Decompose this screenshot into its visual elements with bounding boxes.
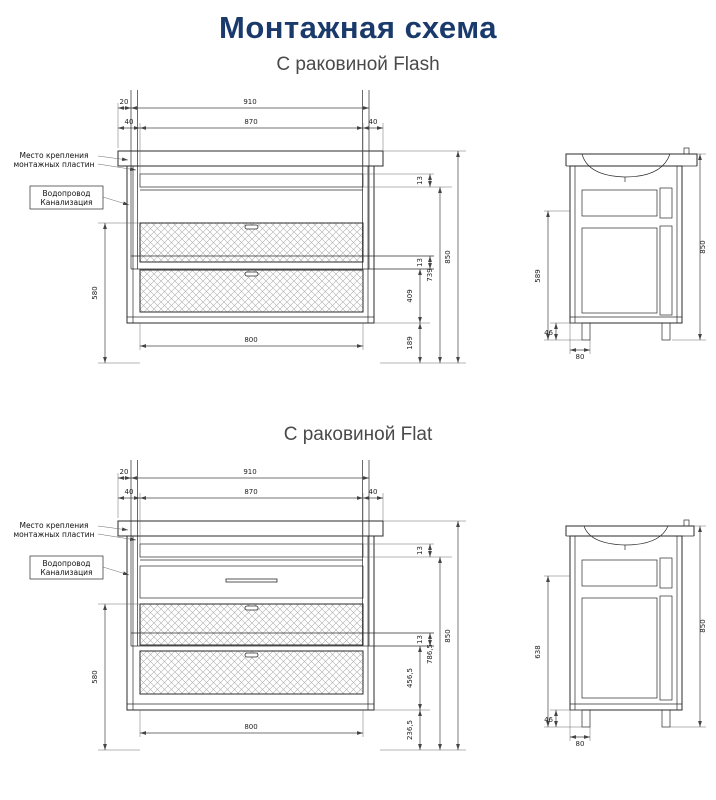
dim-side-inner-height: 589	[534, 269, 542, 282]
countertop	[117, 150, 384, 167]
dim-body-width: 870	[244, 488, 257, 496]
dim-leg-inset: 80	[576, 740, 585, 748]
dim-left-margin: 40	[125, 118, 134, 126]
drawer-1-handle	[244, 224, 259, 230]
sewerage-label: Канализация	[40, 198, 92, 207]
dim-leg-inset: 80	[576, 353, 585, 361]
dim-pipe-gap: 13	[416, 635, 424, 644]
drawer-0-handle	[225, 578, 278, 583]
leg-front	[661, 322, 671, 341]
mounting-label-line1: Место крепления	[19, 151, 88, 160]
leg-back	[581, 322, 591, 341]
flash-annotations: Место крепления монтажных пластин Водопр…	[13, 151, 137, 210]
dim-side-total-height: 850	[699, 619, 707, 632]
leg-back	[581, 709, 591, 728]
dim-inner-height: 739	[426, 268, 434, 281]
drawer-0	[139, 565, 364, 599]
dim-floor-offset: 236,5	[406, 720, 414, 740]
drawer-2	[139, 650, 364, 695]
flash-front-view: 20 910 40 870 40 13 13 409 189 739 850 5…	[13, 90, 466, 364]
flat-section-title: С раковиной Flat	[283, 424, 433, 445]
cabinet-body	[126, 165, 375, 324]
drawer-1	[139, 222, 364, 263]
dim-top-gap: 13	[416, 176, 424, 185]
utilities-label-box	[29, 555, 104, 580]
top-rail	[139, 173, 364, 188]
flash-side-view: 850 589 46 80	[534, 147, 707, 361]
side-lower-drawer	[581, 597, 658, 699]
side-lower-drawer-front	[659, 595, 673, 701]
flash-side-dimensions: 850 589 46 80	[534, 154, 707, 361]
side-lower-drawer	[581, 227, 658, 314]
sink-profile	[565, 153, 698, 166]
dim-leg-height: 46	[544, 716, 553, 724]
mounting-plates-and-pipes	[130, 90, 434, 270]
dim-drawer-width: 800	[244, 723, 257, 731]
dim-plate-offset: 20	[120, 468, 129, 476]
dim-total-height: 850	[444, 629, 452, 642]
dim-body-width: 870	[244, 118, 257, 126]
dim-side-total-height: 850	[699, 240, 707, 253]
flash-section-title: С раковиной Flash	[276, 54, 440, 75]
dim-side-inner-height: 638	[534, 645, 542, 658]
dim-pipe-gap: 13	[416, 258, 424, 267]
side-upper-drawer	[581, 559, 658, 587]
flat-side-view: 850 638 46 80	[534, 519, 707, 748]
mounting-plates-and-pipes	[130, 460, 434, 647]
sink-profile	[565, 525, 695, 536]
top-rail	[139, 543, 364, 558]
dim-pipe-height: 456,5	[406, 668, 414, 688]
flat-side-dimensions: 850 638 46 80	[534, 526, 707, 748]
drawer-1	[139, 603, 364, 646]
dim-service-height: 580	[91, 286, 99, 299]
flat-front-dimensions: 20 910 40 870 40 13 13 456,5 236,5 786,5…	[91, 468, 460, 750]
water-supply-label: Водопровод	[43, 189, 91, 198]
dim-plate-width: 910	[243, 98, 256, 106]
side-lower-drawer-front	[659, 225, 673, 316]
dim-leg-height: 46	[544, 329, 553, 337]
side-upper-drawer-front	[659, 557, 673, 589]
dim-floor-offset: 189	[406, 336, 414, 349]
dim-service-height: 580	[91, 670, 99, 683]
cabinet-body	[126, 535, 375, 711]
flat-annotations: Место крепления монтажных пластин Водопр…	[13, 521, 137, 580]
countertop	[117, 520, 384, 537]
page-title: Монтажная схема	[219, 10, 497, 45]
flash-front-dimensions: 20 910 40 870 40 13 13 409 189 739 850 5…	[91, 98, 460, 363]
mounting-label-line2: монтажных пластин	[13, 160, 94, 169]
side-cabinet-body	[569, 165, 683, 324]
side-cabinet-body	[569, 535, 683, 711]
dim-plate-offset: 20	[120, 98, 129, 106]
drawer-2	[139, 269, 364, 313]
flat-drawing: 20 910 40 870 40 13 13 456,5 236,5 786,5…	[13, 460, 707, 751]
faucet	[683, 519, 690, 527]
side-upper-drawer-front	[659, 187, 673, 219]
flash-drawing: 20 910 40 870 40 13 13 409 189 739 850 5…	[13, 90, 707, 364]
mounting-label-line1: Место крепления	[19, 521, 88, 530]
dim-inner-height: 786,5	[426, 644, 434, 664]
drawer-1-handle	[244, 605, 259, 611]
leg-front	[661, 709, 671, 728]
water-supply-label: Водопровод	[43, 559, 91, 568]
dim-right-margin: 40	[369, 488, 378, 496]
drawer-2-handle	[244, 271, 259, 277]
dim-plate-width: 910	[243, 468, 256, 476]
drawer-2-handle	[244, 652, 259, 658]
flat-front-view: 20 910 40 870 40 13 13 456,5 236,5 786,5…	[13, 460, 466, 751]
utilities-label-box	[29, 185, 104, 210]
side-upper-drawer	[581, 189, 658, 217]
dim-pipe-height: 409	[406, 289, 414, 302]
mounting-label-line2: монтажных пластин	[13, 530, 94, 539]
dim-left-margin: 40	[125, 488, 134, 496]
dim-right-margin: 40	[369, 118, 378, 126]
dim-total-height: 850	[444, 250, 452, 263]
dim-drawer-width: 800	[244, 336, 257, 344]
faucet	[683, 147, 690, 155]
sewerage-label: Канализация	[40, 568, 92, 577]
dim-top-gap: 13	[416, 546, 424, 555]
